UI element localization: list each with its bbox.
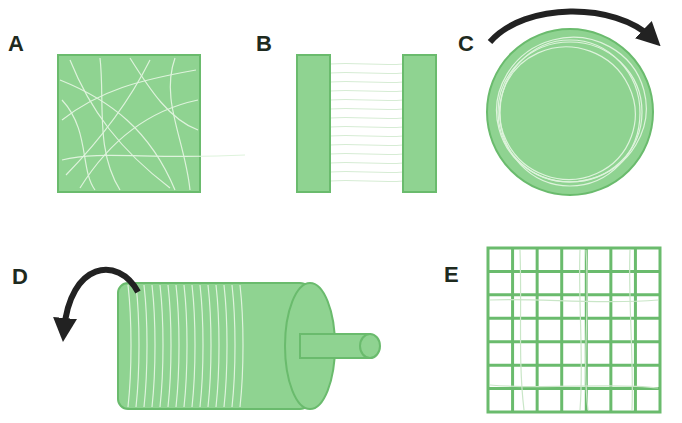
rotating-disc: [480, 11, 662, 198]
grid-collector: [488, 248, 660, 412]
aligned-fibres: [297, 55, 436, 192]
panel-holder: E: [444, 264, 459, 286]
panel-letter: A: [8, 33, 24, 55]
panel-holder: B: [256, 33, 272, 55]
panel-holder: D: [12, 266, 28, 288]
panel-letter: E: [444, 264, 459, 286]
random-mat: [58, 55, 245, 192]
panel-letter: B: [256, 33, 272, 55]
panel-holder: A: [8, 33, 24, 55]
panel-holder: C: [458, 33, 474, 55]
panel-letter: D: [12, 266, 28, 288]
panel-letter: C: [458, 33, 474, 55]
rotating-drum: [64, 270, 380, 409]
